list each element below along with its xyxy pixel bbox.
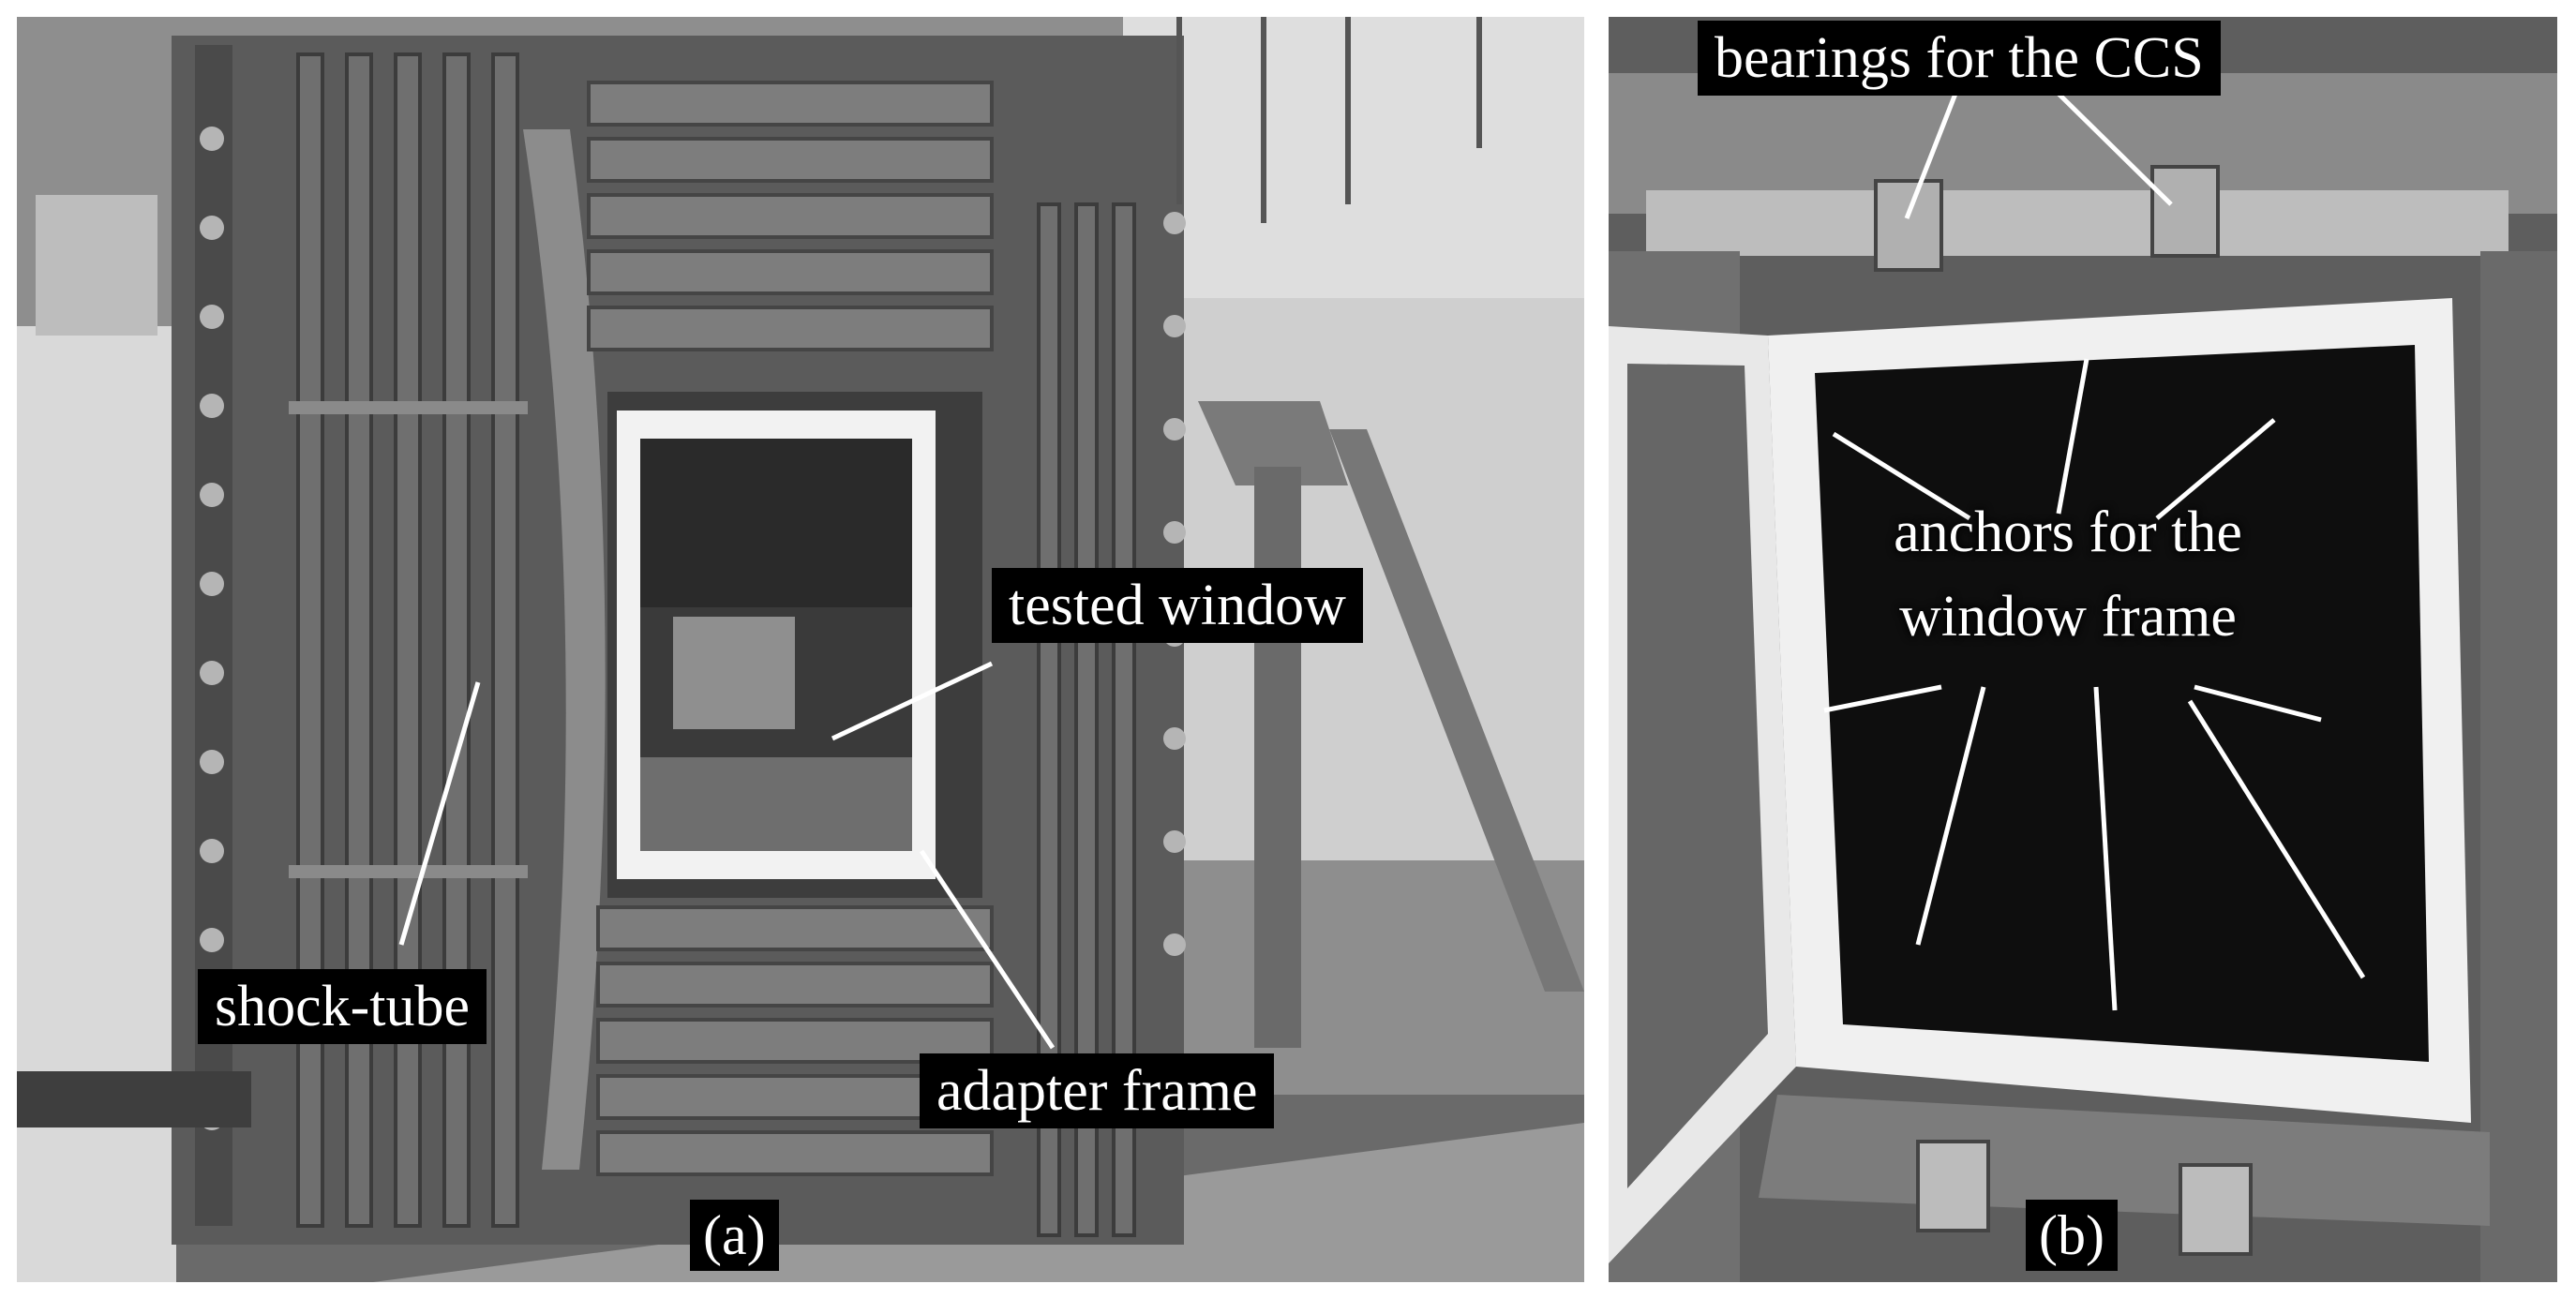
label-adapter-frame: adapter frame xyxy=(920,1053,1275,1128)
shock-tube-photo xyxy=(17,17,1584,1282)
label-tested-window: tested window xyxy=(992,568,1363,643)
label-bearings: bearings for the CCS xyxy=(1698,21,2221,96)
photo-panel-b: bearings for the CCS anchors for the win… xyxy=(1609,17,2557,1282)
label-shock-tube: shock-tube xyxy=(198,969,487,1044)
label-anchors-line1: anchors for the xyxy=(1894,500,2242,564)
panel-tag-a: (a) xyxy=(690,1200,779,1271)
label-anchors-line2: window frame xyxy=(1899,585,2237,649)
photo-panel-a: tested window shock-tube adapter frame (… xyxy=(17,17,1584,1282)
panel-tag-b: (b) xyxy=(2026,1200,2118,1271)
label-anchors: anchors for the window frame xyxy=(1824,490,2312,659)
